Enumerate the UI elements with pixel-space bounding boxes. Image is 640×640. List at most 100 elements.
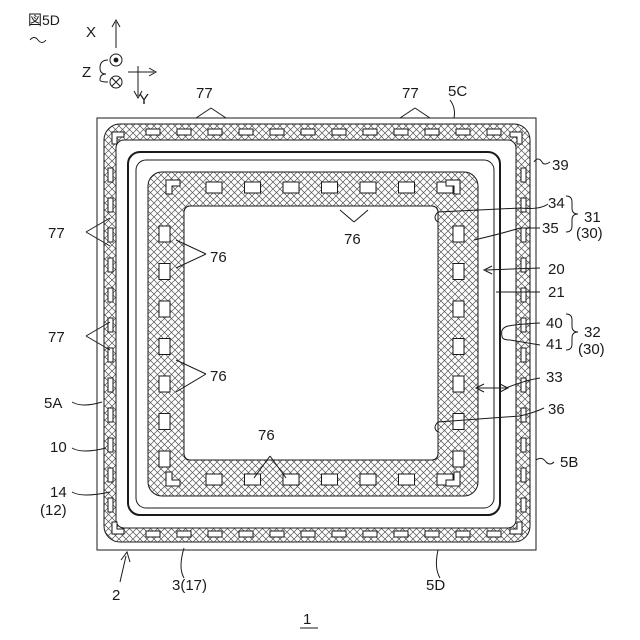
- outer-slot: [363, 129, 377, 135]
- label-35: 35: [542, 220, 559, 237]
- label-5D: 5D: [426, 577, 445, 594]
- outer-slot: [487, 531, 501, 537]
- outer-slot: [521, 378, 526, 392]
- outer-slot: [521, 438, 526, 452]
- outer-slot: [425, 129, 439, 135]
- inner-slot: [245, 474, 261, 485]
- outer-slot: [332, 531, 346, 537]
- outer-slot: [177, 531, 191, 537]
- outer-slot: [425, 531, 439, 537]
- outer-slot: [270, 129, 284, 135]
- label-14: 14: [50, 484, 67, 501]
- inner-slot: [399, 182, 415, 193]
- inner-slot: [159, 339, 170, 355]
- inner-slot: [206, 182, 222, 193]
- outer-slot: [521, 348, 526, 362]
- outer-slot: [208, 129, 222, 135]
- inner-slot: [159, 451, 170, 467]
- outer-slot: [108, 438, 113, 452]
- outer-slot: [108, 318, 113, 332]
- outer-slot: [208, 531, 222, 537]
- figure-number: 1: [303, 611, 311, 628]
- outer-slot: [108, 198, 113, 212]
- outer-slot: [108, 228, 113, 242]
- axis-x-label: X: [86, 24, 96, 41]
- outer-slot: [363, 531, 377, 537]
- label-5A: 5A: [44, 395, 62, 412]
- label-31: 31: [584, 209, 601, 226]
- outer-slot: [108, 408, 113, 422]
- inner-slot: [360, 474, 376, 485]
- label-32: 32: [584, 324, 601, 341]
- inner-slot: [159, 264, 170, 280]
- label-5B: 5B: [560, 454, 578, 471]
- inner-slot: [453, 376, 464, 392]
- figure-id-label: 図5D: [28, 12, 60, 28]
- inner-slot-group: [159, 182, 464, 485]
- outer-slot: [521, 228, 526, 242]
- outer-slot: [108, 378, 113, 392]
- outer-slot: [108, 288, 113, 302]
- label-40: 40: [546, 315, 563, 332]
- label-77-top-right: 77: [402, 85, 419, 102]
- outer-slot: [521, 498, 526, 512]
- inner-slot: [453, 339, 464, 355]
- outer-slot: [487, 129, 501, 135]
- outer-slot: [108, 498, 113, 512]
- outer-slot: [108, 468, 113, 482]
- inner-slot: [453, 264, 464, 280]
- inner-slot: [453, 301, 464, 317]
- label-39: 39: [552, 157, 569, 174]
- label-77-top-left: 77: [196, 85, 213, 102]
- inner-slot: [159, 301, 170, 317]
- outer-slot: [521, 288, 526, 302]
- inner-slot: [322, 474, 338, 485]
- inner-slot: [453, 451, 464, 467]
- outer-slot: [301, 531, 315, 537]
- inner-slot: [159, 226, 170, 242]
- outer-slot: [521, 468, 526, 482]
- inner-slot: [453, 226, 464, 242]
- label-10: 10: [50, 439, 67, 456]
- label-76-bottom: 76: [258, 427, 275, 444]
- label-76-top: 76: [344, 231, 361, 248]
- label-30-upper: (30): [576, 225, 603, 242]
- label-76-left-lower: 76: [210, 368, 227, 385]
- inner-hatched-ring: [148, 172, 478, 496]
- outer-slot: [394, 129, 408, 135]
- outer-slot: [239, 531, 253, 537]
- label-36: 36: [548, 401, 565, 418]
- outer-slot: [108, 348, 113, 362]
- label-34: 34: [548, 195, 565, 212]
- inner-slot: [159, 414, 170, 430]
- inner-slot: [283, 474, 299, 485]
- outer-slot: [108, 258, 113, 272]
- outer-slot: [521, 258, 526, 272]
- outer-slot: [394, 531, 408, 537]
- label-21: 21: [548, 284, 565, 301]
- outer-slot: [301, 129, 315, 135]
- label-20: 20: [548, 261, 565, 278]
- label-77-left-lower: 77: [48, 329, 65, 346]
- axis-y-label: Y: [139, 91, 149, 108]
- inner-window: [184, 206, 438, 460]
- outer-slot: [108, 168, 113, 182]
- axis-z-label: Z: [82, 64, 91, 81]
- inner-slot: [283, 182, 299, 193]
- tilde-mark: [30, 38, 46, 43]
- outer-slot: [456, 129, 470, 135]
- label-77-left-upper: 77: [48, 225, 65, 242]
- label-12: (12): [40, 502, 67, 519]
- inner-slot: [360, 182, 376, 193]
- outer-slot: [521, 168, 526, 182]
- label-41: 41: [546, 336, 563, 353]
- inner-slot: [245, 182, 261, 193]
- inner-slot: [322, 182, 338, 193]
- inner-slot: [399, 474, 415, 485]
- outer-slot: [521, 198, 526, 212]
- outer-slot: [332, 129, 346, 135]
- label-3-17: 3(17): [172, 577, 207, 594]
- outer-slot: [270, 531, 284, 537]
- outer-slot: [177, 129, 191, 135]
